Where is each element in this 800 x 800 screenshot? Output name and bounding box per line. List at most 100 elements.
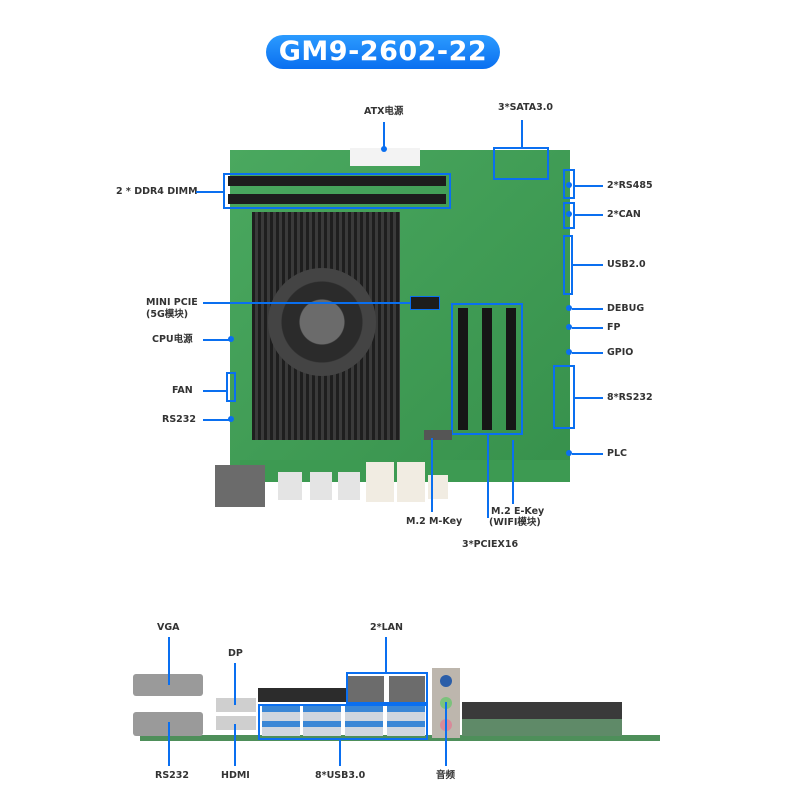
rear-lan-port	[397, 462, 425, 502]
connector-dot-gpio	[566, 349, 572, 355]
fan-highlight-box	[226, 372, 236, 402]
connector-dot-plc	[566, 450, 572, 456]
connector-line-rs485	[575, 185, 603, 187]
connector-line-debug	[572, 308, 603, 310]
label-ddr4: 2 * DDR4 DIMM	[116, 186, 198, 197]
cpu-fan	[268, 268, 376, 376]
label-fan: FAN	[172, 385, 193, 396]
label-gpio: GPIO	[607, 347, 634, 358]
can-highlight-box	[563, 202, 575, 229]
io-usb-stack	[303, 706, 341, 736]
pciex16-highlight-box	[451, 303, 523, 435]
connector-line-mini-pcie	[203, 302, 421, 304]
label-hdmi: HDMI	[221, 770, 250, 781]
model-title-badge: GM9-2602-22	[266, 35, 500, 69]
connector-line-cpu-power	[203, 339, 231, 341]
connector-line-audio	[445, 702, 447, 766]
connector-line-ddr4	[196, 191, 224, 193]
pcie-slot-2	[482, 308, 492, 430]
connector-line-rs232-io	[168, 722, 170, 766]
connector-line-usb20	[573, 264, 603, 266]
connector-line-plc	[572, 453, 603, 455]
connector-dot-atx	[381, 146, 387, 152]
connector-line-lan	[385, 637, 387, 673]
label-mini-pcie: MINI PCIE	[146, 297, 198, 308]
label-pciex16: 3*PCIEX16	[462, 539, 519, 550]
label-rs232-io: RS232	[155, 770, 189, 781]
sata-highlight-box	[493, 147, 549, 180]
label-rs232-8: 8*RS232	[607, 392, 653, 403]
connector-line-fp	[572, 327, 603, 329]
atx-power-connector	[350, 148, 420, 166]
label-dp: DP	[228, 648, 243, 659]
io-vga-port	[133, 674, 203, 696]
connector-line-m2-ekey	[512, 440, 514, 504]
connector-line-hdmi	[234, 724, 236, 766]
mini-pcie-slot	[410, 296, 440, 310]
connector-dot-rs232	[228, 416, 234, 422]
rs232-8-highlight-box	[553, 365, 575, 429]
label-debug: DEBUG	[607, 303, 645, 314]
io-board-components	[462, 702, 622, 736]
io-usb-stack	[262, 706, 300, 736]
connector-dot-can	[566, 211, 572, 217]
connector-line-usb30	[339, 740, 341, 766]
label-atx-power: ATX电源	[364, 106, 404, 117]
label-audio: 音频	[436, 770, 456, 781]
connector-line-pciex16	[487, 434, 489, 518]
connector-line-rs232-8	[573, 397, 603, 399]
label-lan: 2*LAN	[370, 622, 403, 633]
rear-usb-port	[338, 472, 360, 500]
connector-line-fan	[203, 390, 227, 392]
label-usb20: USB2.0	[607, 259, 646, 270]
connector-line-sata	[521, 120, 523, 148]
io-usb-stack	[345, 706, 383, 736]
label-fp: FP	[607, 322, 621, 333]
io-dp-port	[216, 698, 256, 712]
lan-highlight-box	[346, 672, 428, 704]
m2-mkey-slot	[424, 430, 452, 440]
dimm-slot-2	[228, 194, 446, 204]
connector-line-rs232	[203, 419, 231, 421]
rear-usb-port	[278, 472, 302, 500]
label-plc: PLC	[607, 448, 627, 459]
connector-line-dp	[234, 663, 236, 705]
connector-dot-rs485	[566, 182, 572, 188]
pcie-slot-1	[458, 308, 468, 430]
label-vga: VGA	[157, 622, 180, 633]
rear-usb-port	[310, 472, 332, 500]
io-lan-port	[348, 676, 384, 702]
label-sata: 3*SATA3.0	[498, 102, 553, 113]
label-rs232: RS232	[162, 414, 196, 425]
label-cpu-power: CPU电源	[152, 334, 193, 345]
label-can: 2*CAN	[607, 209, 641, 220]
usb30-highlight-box	[258, 704, 428, 740]
label-m2-ekey: M.2 E-Key	[491, 506, 545, 517]
connector-dot-cpu-power	[228, 336, 234, 342]
ddr4-highlight-box	[223, 173, 451, 209]
label-usb30: 8*USB3.0	[315, 770, 366, 781]
usb20-highlight-box	[563, 235, 573, 295]
io-lan-port	[389, 676, 425, 702]
io-audio-jack-blue	[440, 675, 452, 687]
connector-line-can	[575, 214, 603, 216]
label-m2-mkey: M.2 M-Key	[406, 516, 463, 527]
connector-line-vga	[168, 637, 170, 685]
label-mini-pcie-sub: (5G模块)	[146, 309, 189, 320]
dimm-slot-1	[228, 176, 446, 186]
rear-lan-port	[366, 462, 394, 502]
rear-vga-port	[215, 465, 265, 507]
connector-line-gpio	[572, 352, 603, 354]
pcie-slot-3	[506, 308, 516, 430]
io-hdmi-port	[216, 716, 256, 730]
io-heatsink-side	[258, 688, 348, 702]
connector-dot-fp	[566, 324, 572, 330]
connector-line-m2-mkey	[431, 438, 433, 512]
label-m2-ekey-sub: (WIFI模块)	[489, 517, 541, 528]
label-rs485: 2*RS485	[607, 180, 653, 191]
io-usb-stack	[387, 706, 425, 736]
rear-audio-port	[428, 475, 448, 499]
rs485-highlight-box	[563, 169, 575, 199]
connector-line-atx	[383, 122, 385, 150]
connector-dot-debug	[566, 305, 572, 311]
